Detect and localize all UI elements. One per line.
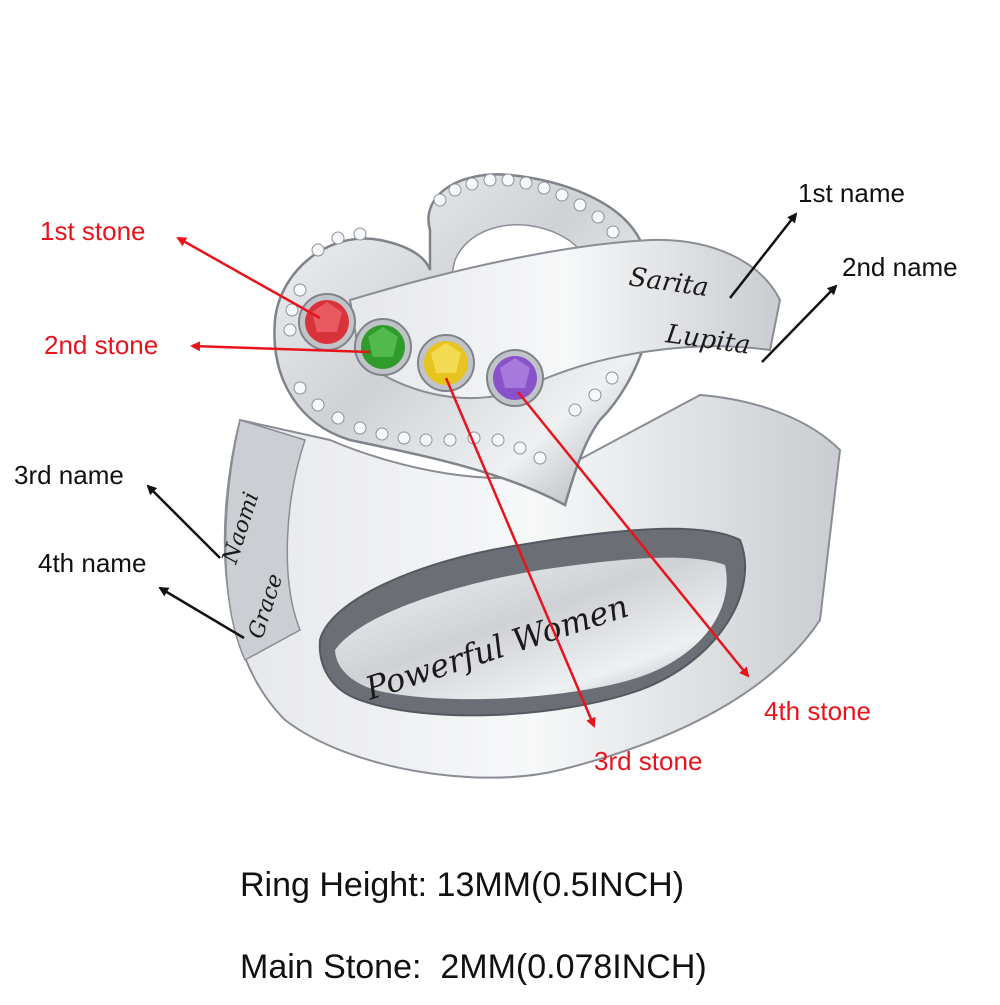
label-stone-2: 2nd stone: [44, 330, 159, 360]
arrow-name-4: [158, 586, 245, 640]
label-stone-4: 4th stone: [764, 696, 871, 726]
stone-2: [354, 318, 412, 376]
arrow-stone-1: [176, 236, 321, 320]
label-name-4: 4th name: [38, 548, 147, 578]
ring-shank: [223, 393, 842, 779]
label-name-2: 2nd name: [842, 252, 958, 282]
stone-callout-arrows: [176, 236, 750, 728]
label-stone-3: 3rd stone: [594, 746, 703, 776]
stone-3: [417, 334, 475, 392]
arrow-stone-2: [190, 341, 371, 354]
name-callout-arrows: [146, 212, 838, 640]
label-name-3: 3rd name: [14, 460, 124, 490]
arrow-stone-3: [444, 377, 596, 728]
stone-1: [298, 293, 356, 351]
stones: [298, 293, 544, 407]
spec-ring-height: Ring Height: 13MM(0.5INCH): [240, 866, 685, 904]
arrow-name-3: [146, 484, 221, 559]
arrow-name-2: [761, 284, 838, 363]
spec-main-stone: Main Stone: 2MM(0.078INCH): [240, 948, 707, 986]
arrow-name-1: [729, 212, 798, 299]
stone-4: [486, 349, 544, 407]
label-stone-1: 1st stone: [40, 216, 146, 246]
arrow-stone-4: [517, 391, 750, 678]
label-name-1: 1st name: [798, 178, 905, 208]
